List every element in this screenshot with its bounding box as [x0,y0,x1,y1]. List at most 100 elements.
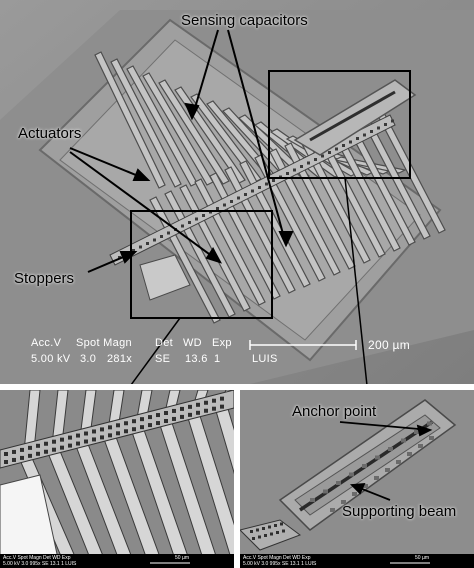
zoom-box-left [130,210,273,319]
inset-hole [92,437,96,442]
finger-upper [110,58,182,188]
inset-hole [76,441,80,446]
spine-hole [258,186,261,189]
spine-hole [384,123,387,126]
inset-hole [204,408,208,413]
inset-hole [60,437,64,442]
label-actuators: Actuators [18,125,82,142]
inset-hole [28,453,32,458]
inset-hole [156,413,160,418]
inset-right-arrows [339,421,433,501]
inset-hole [276,531,279,534]
inset-hole [270,532,273,536]
dimple [323,489,328,494]
inset-hole [264,534,267,537]
inset-hole [68,435,72,440]
inset-hole [108,433,112,438]
inset-hole [204,400,208,405]
inset-hole [188,412,192,417]
spine-hole [286,172,289,175]
inset-left-drawing [0,390,234,568]
inset-hole [60,445,64,450]
spine-hole [265,182,268,186]
scale-label-main: 200 µm [368,338,411,352]
spine-hole [328,151,331,154]
inset-hole [280,522,283,526]
dimple [429,436,434,440]
mems-structure-drawing [0,0,474,384]
inset-hole [164,411,168,415]
inset-left-stopper [0,474,61,568]
spine-hole [321,154,324,158]
inset-hole [180,406,184,411]
label-anchor-point: Anchor point [292,403,377,420]
inset-hole [84,439,88,444]
spine-hole [237,196,240,200]
label-stoppers: Stoppers [14,270,75,287]
inset-hole [140,417,144,422]
anchor-dimples [310,421,434,512]
inset-hole [188,404,192,409]
dimple [418,444,423,448]
spine-hole [363,133,366,137]
spine-hole [349,140,352,144]
inset-hole [52,447,56,452]
spine-hole [377,126,380,130]
dimple [341,500,346,504]
inset-hole [256,528,259,532]
inset-hole [132,427,136,432]
inset-hole [282,529,285,533]
inset-hole [250,530,253,533]
spine-hole [356,137,359,140]
inset-hole [258,535,261,539]
inset-hole [108,425,112,430]
inset-hole [36,443,40,448]
inset-hole [140,425,144,430]
inset-hole [116,431,120,436]
inset-right-holes [250,522,285,540]
spine-hole [314,158,317,161]
inset-hole [92,429,96,434]
capacitor-fingers [94,51,446,324]
inset-hole [268,525,271,529]
spine-hole [153,238,156,242]
spine-hole [146,242,149,245]
inset-hole [180,414,184,419]
spine-hole [195,217,198,221]
spine-hole [342,144,345,147]
spine-hole [160,235,163,238]
dimple [401,438,406,443]
inset-hole [68,443,72,448]
finger-upper [158,79,230,185]
stopper-block [139,254,191,301]
dimple [427,421,432,426]
inset-hole [20,447,24,452]
dimple [407,452,412,456]
zoom-box-right [268,70,411,179]
inset-hole [212,398,216,403]
dimple [349,472,354,477]
spine-hole [118,256,121,259]
inset-hole [36,451,40,456]
spine-hole [300,165,303,168]
inset-hole [196,402,200,407]
inset-hole [44,449,48,454]
inset-hole [148,423,152,428]
inset-hole [262,527,265,530]
inset-right-drawing [240,390,474,568]
spine-hole [167,231,170,235]
dimple [388,447,393,451]
inset-hole [100,435,104,440]
dimple [374,476,379,480]
dimple [385,468,390,472]
inset-hole [124,429,128,434]
dimple [310,498,315,502]
spine-hole [244,193,247,196]
spine-hole [370,130,373,133]
label-supporting-beam: Supporting beam [342,503,457,520]
dimple [336,481,341,485]
supporting-beam-line [309,90,396,142]
inset-hole [172,408,176,413]
spine-hole [272,179,275,182]
spine-hole [188,221,191,224]
